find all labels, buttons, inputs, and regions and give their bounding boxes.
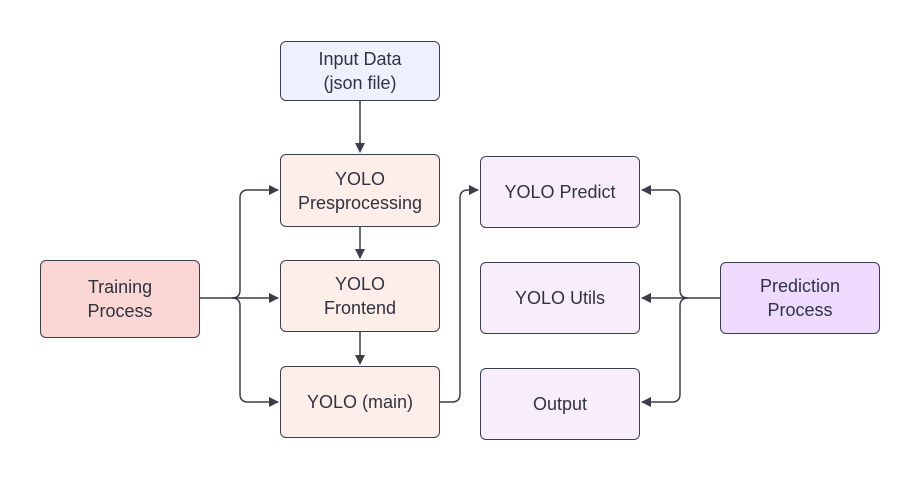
edge-prediction-to-output <box>641 297 689 407</box>
yolo-utils-node: YOLO Utils <box>480 262 640 334</box>
edge-prediction-to-predict <box>641 185 689 299</box>
edge-training-to-preprocessing <box>200 185 279 299</box>
training-process-node: Training Process <box>40 260 200 338</box>
yolo-frontend-node: YOLO Frontend <box>280 260 440 332</box>
edge-training-to-main <box>231 297 279 407</box>
yolo-main-node: YOLO (main) <box>280 366 440 438</box>
edge-main-to-predict <box>440 185 479 403</box>
output-node: Output <box>480 368 640 440</box>
input-data-node: Input Data (json file) <box>280 41 440 101</box>
prediction-process-node: Prediction Process <box>720 262 880 334</box>
yolo-preprocessing-node: YOLO Presprocessing <box>280 154 440 227</box>
yolo-predict-node: YOLO Predict <box>480 156 640 228</box>
